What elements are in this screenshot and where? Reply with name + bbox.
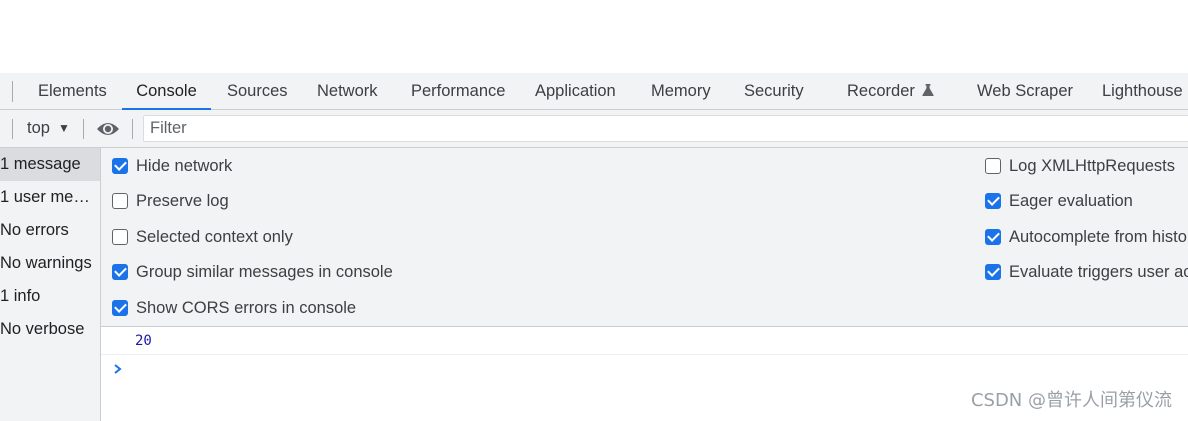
checkbox[interactable]	[112, 264, 128, 280]
tab-console[interactable]: Console	[122, 73, 211, 110]
console-message-row: 20	[101, 327, 1188, 355]
tab-recorder-label: Recorder	[847, 82, 915, 100]
toolbar-separator	[132, 119, 133, 139]
checkbox[interactable]	[985, 193, 1001, 209]
checkbox[interactable]	[985, 158, 1001, 174]
watermark: CSDN @曾许人间第仪流	[970, 390, 1172, 411]
setting-label: Evaluate triggers user activation	[1009, 263, 1188, 281]
sidebar-item-messages[interactable]: 1 message	[0, 148, 100, 181]
checkbox[interactable]	[985, 229, 1001, 245]
setting-label: Show CORS errors in console	[136, 299, 357, 317]
tab-security[interactable]: Security	[744, 82, 804, 100]
devtools-tab-strip: Elements Console Sources Network Perform…	[0, 73, 1188, 110]
tab-strip-separator	[12, 81, 13, 102]
setting-label: Group similar messages in console	[136, 263, 393, 281]
sidebar-item-verbose[interactable]: No verbose	[0, 320, 85, 338]
flask-icon	[922, 84, 934, 96]
setting-label: Preserve log	[136, 192, 229, 210]
checkbox[interactable]	[112, 193, 128, 209]
checkbox[interactable]	[112, 158, 128, 174]
tab-lighthouse[interactable]: Lighthouse	[1102, 82, 1183, 100]
sidebar-item-errors[interactable]: No errors	[0, 221, 69, 239]
toolbar-separator	[83, 119, 84, 139]
console-settings-panel: Hide network Preserve log Selected conte…	[101, 148, 1188, 327]
setting-label: Log XMLHttpRequests	[1009, 157, 1176, 175]
filter-input[interactable]	[143, 115, 1188, 142]
tab-web-scraper[interactable]: Web Scraper	[977, 82, 1073, 100]
console-prompt[interactable]	[101, 356, 1188, 384]
eye-icon[interactable]	[96, 120, 120, 138]
dropdown-caret-icon: ▼	[57, 121, 70, 135]
console-output: 20	[101, 327, 1188, 421]
setting-label: Autocomplete from history	[1009, 228, 1188, 246]
chevron-right-icon	[114, 364, 122, 374]
sidebar-item-user-messages[interactable]: 1 user messages	[0, 188, 100, 206]
js-context-select[interactable]: top ▼	[27, 110, 70, 147]
checkbox[interactable]	[985, 264, 1001, 280]
tab-sources[interactable]: Sources	[227, 82, 288, 100]
sidebar-item-info[interactable]: 1 info	[0, 287, 41, 305]
setting-label: Eager evaluation	[1009, 192, 1133, 210]
console-sidebar: 1 message 1 user messages No errors No w…	[0, 148, 101, 421]
tab-performance[interactable]: Performance	[411, 82, 506, 100]
sidebar-item-warnings[interactable]: No warnings	[0, 254, 92, 272]
checkbox[interactable]	[112, 300, 128, 316]
console-toolbar: top ▼	[0, 110, 1188, 148]
setting-label: Hide network	[136, 157, 233, 175]
tab-recorder[interactable]: Recorder	[847, 73, 935, 109]
console-message-value: 20	[135, 333, 152, 349]
tab-network[interactable]: Network	[317, 82, 378, 100]
setting-label: Selected context only	[136, 228, 293, 246]
tab-memory[interactable]: Memory	[651, 82, 711, 100]
js-context-value: top	[27, 119, 50, 137]
checkbox[interactable]	[112, 229, 128, 245]
tab-application[interactable]: Application	[535, 82, 616, 100]
toolbar-separator	[12, 119, 13, 139]
tab-elements[interactable]: Elements	[38, 82, 107, 100]
